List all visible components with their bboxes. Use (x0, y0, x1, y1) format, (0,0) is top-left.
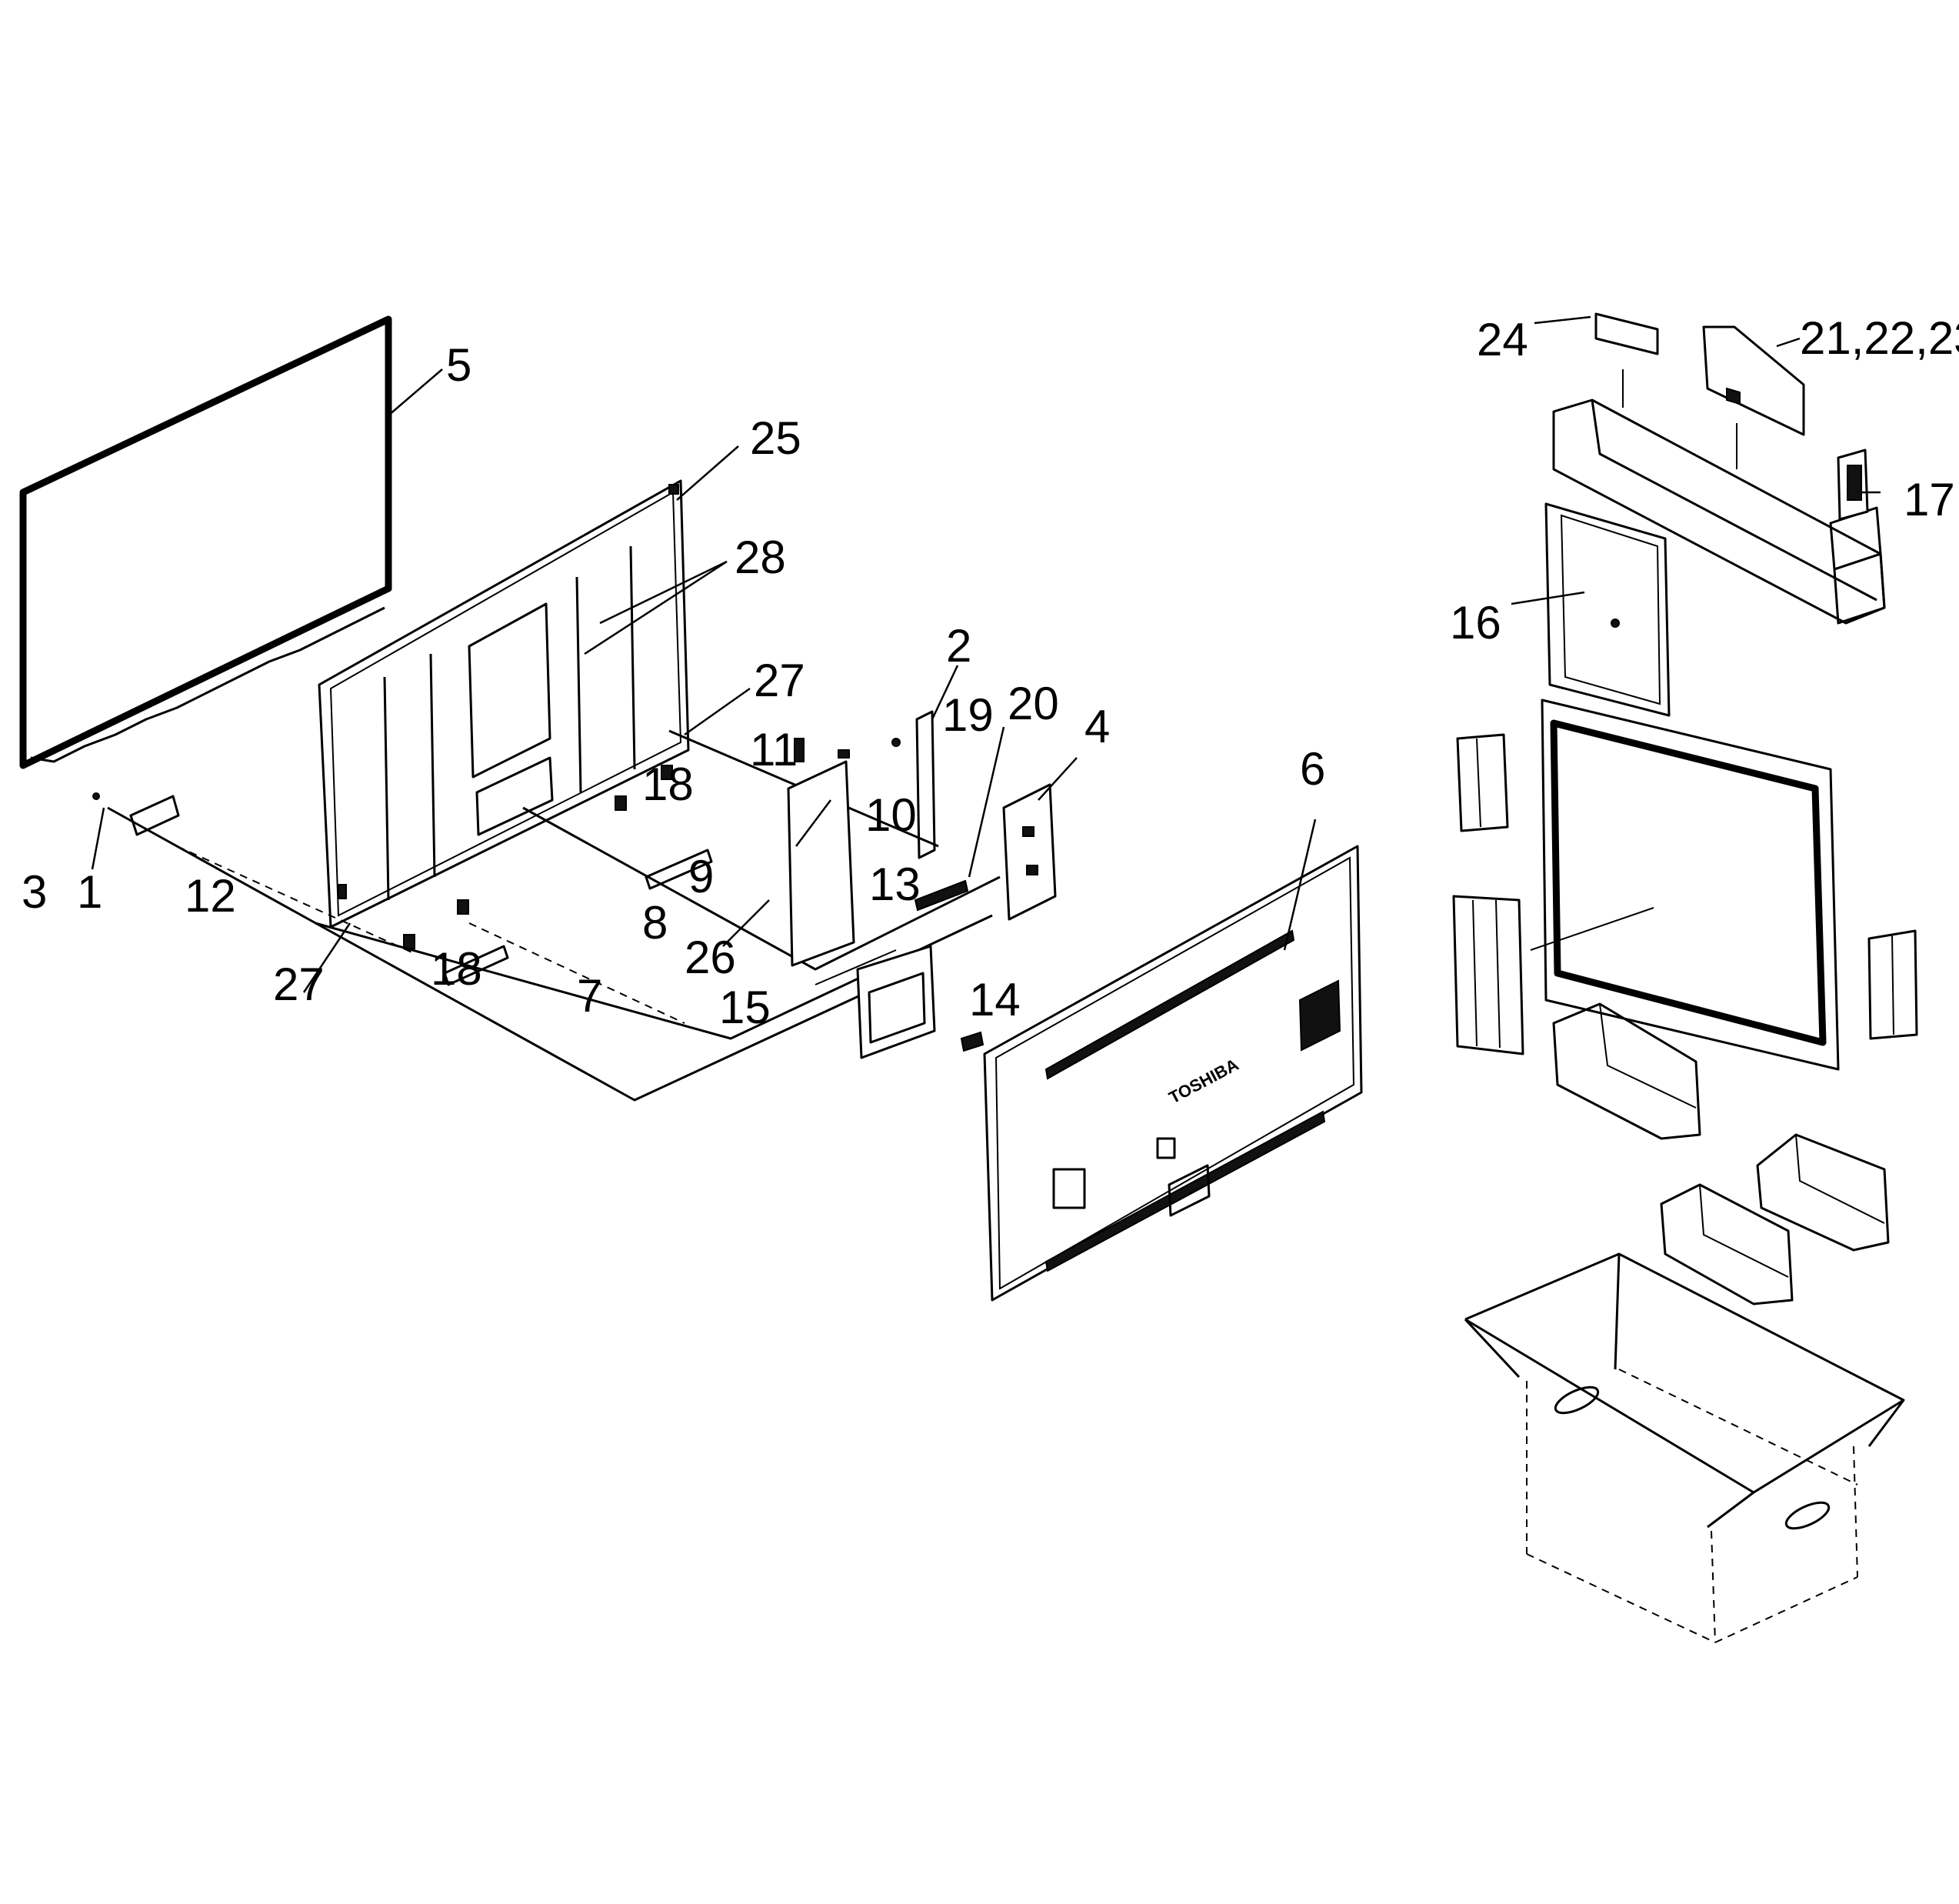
callout-20: 20 (1008, 678, 1059, 729)
part-19-vertical-board (891, 710, 936, 859)
part-11-component (794, 738, 850, 762)
callout-labels: 5 25 28 27 27 2 19 20 4 11 10 13 18 18 9… (22, 312, 1959, 1033)
callout-11: 11 (750, 724, 798, 775)
callout-14: 14 (969, 974, 1021, 1025)
callout-5: 5 (446, 339, 471, 391)
callout-4: 4 (1084, 701, 1110, 752)
packing-corner-foam-left (1452, 895, 1524, 1055)
part-24-small-box (1594, 312, 1659, 408)
part-21-22-23-accessory-pack (1702, 325, 1805, 469)
part-20-component (914, 879, 969, 912)
part-14-stand-base (856, 945, 984, 1059)
packing-carton-box (1464, 1252, 1905, 1643)
callout-8: 8 (642, 897, 668, 949)
callout-24: 24 (1477, 314, 1528, 365)
callout-18-lower: 18 (431, 943, 482, 995)
callout-26: 26 (685, 932, 736, 983)
callout-19: 19 (942, 689, 994, 741)
packing-corner-foam-right (1867, 929, 1918, 1040)
part-10-13-main-board (787, 760, 897, 985)
part-4-power-board (1002, 783, 1057, 921)
packing-bottom-foam-2 (1756, 1133, 1890, 1252)
part-25-chassis-frame (318, 479, 690, 929)
packing-bottom-foam-1 (1552, 1002, 1701, 1140)
callout-27-upper: 27 (754, 655, 805, 706)
callout-7: 7 (577, 970, 602, 1022)
callout-3: 3 (22, 866, 47, 918)
callout-28: 28 (735, 532, 786, 583)
callout-13: 13 (869, 859, 921, 910)
brand-logo-text: TOSHIBA (1166, 1055, 1242, 1107)
callout-6: 6 (1300, 743, 1325, 795)
packing-top-foam (1552, 398, 1886, 625)
callout-12: 12 (185, 870, 236, 922)
callout-17: 17 (1904, 474, 1955, 525)
callout-18-upper: 18 (642, 759, 694, 810)
part-17-remote (1837, 448, 1869, 521)
callout-1: 1 (77, 866, 102, 918)
callout-16: 16 (1450, 597, 1501, 649)
callout-25: 25 (750, 412, 801, 464)
packing-tv-bag (1530, 699, 1840, 1071)
callout-leader-lines (91, 315, 1881, 993)
callout-27-lower: 27 (273, 959, 325, 1010)
callout-21-22-23: 21,22,23 (1800, 312, 1959, 364)
callout-15: 15 (719, 982, 771, 1033)
callout-10: 10 (865, 789, 917, 841)
part-5-front-panel (19, 315, 392, 769)
callout-2: 2 (946, 620, 971, 672)
part-1-3-small-parts (92, 792, 180, 836)
part-6-back-cover: TOSHIBA (983, 845, 1363, 1302)
packing-bottom-foam-3 (1660, 1183, 1794, 1305)
callout-9: 9 (688, 851, 714, 902)
part-16-manual (1544, 502, 1671, 717)
part-18-bracket-upper (615, 765, 713, 890)
packing-corner-foam-left-top (1456, 733, 1509, 832)
